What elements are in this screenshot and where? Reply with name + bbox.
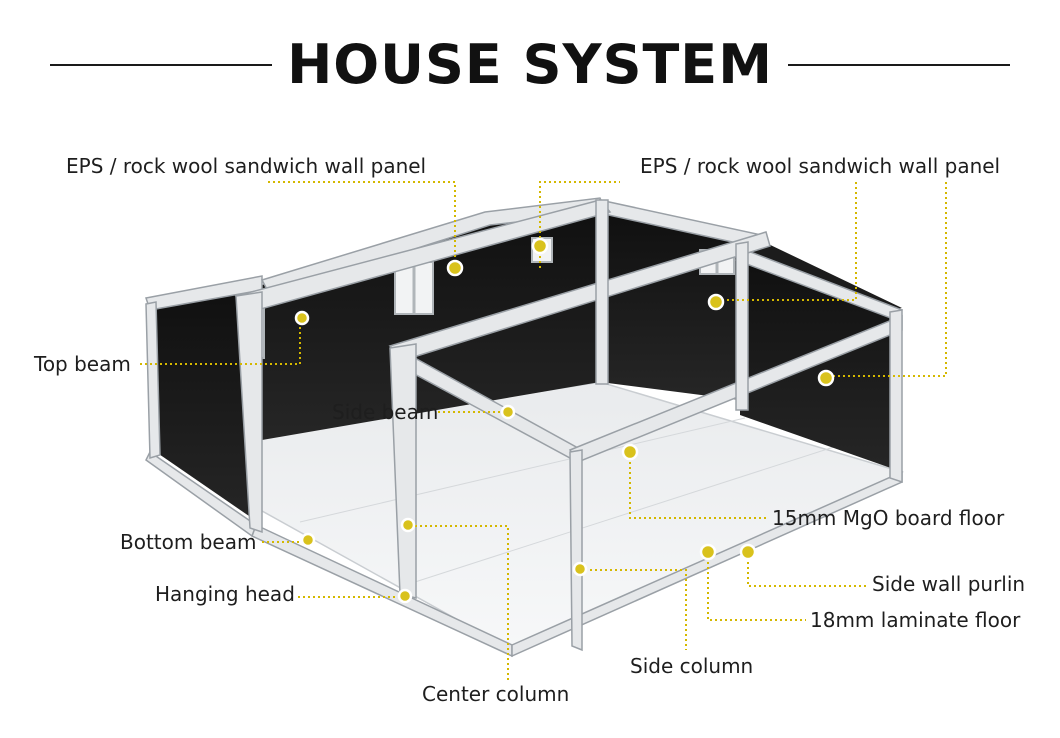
marker-mgo-floor [621,443,639,461]
column-back-right [735,241,749,411]
marker-hanging-head [397,588,413,604]
left-wall-panel [150,280,262,525]
marker-eps-left [446,259,464,277]
title-bar: HOUSE SYSTEM [0,28,1060,108]
label-laminate-floor: 18mm laminate floor [810,608,1021,632]
marker-eps-right-c [817,369,835,387]
marker-eps-right-a [531,237,549,255]
leader-lines [140,181,947,680]
bottom-beam-left [145,450,257,538]
column-right [889,309,903,484]
label-hanging-head: Hanging head [155,582,295,606]
center-column-part [389,343,417,599]
page-title: HOUSE SYSTEM [287,33,773,96]
marker-laminate-floor [699,543,717,561]
column-left-back [145,301,161,460]
column-front-left [235,291,263,534]
label-mgo-floor: 15mm MgO board floor [772,506,1005,530]
marker-side-beam [500,404,516,420]
floor-seam [299,417,746,523]
floor-seam [414,444,841,583]
marker-top-beam [294,310,310,326]
column-back-center [595,199,609,385]
marker-bottom-beam [300,532,316,548]
title-rule-left [50,64,272,66]
side-column-part [569,449,583,652]
label-center-column: Center column [422,682,570,706]
label-eps-wall-panel-right: EPS / rock wool sandwich wall panel [640,154,1001,178]
label-side-wall-purlin: Side wall purlin [872,572,1026,596]
label-top-beam: Top beam [34,352,131,376]
markers [294,237,835,604]
label-side-beam: Side beam [332,400,439,424]
label-bottom-beam: Bottom beam [120,530,257,554]
title-rule-right [788,64,1010,66]
marker-side-column [572,561,588,577]
marker-eps-right-b [707,293,725,311]
frame [145,197,904,658]
marker-center-column [400,517,416,533]
label-eps-wall-panel-left: EPS / rock wool sandwich wall panel [66,154,427,178]
marker-side-wall-purlin [739,543,757,561]
label-side-column: Side column [630,654,754,678]
